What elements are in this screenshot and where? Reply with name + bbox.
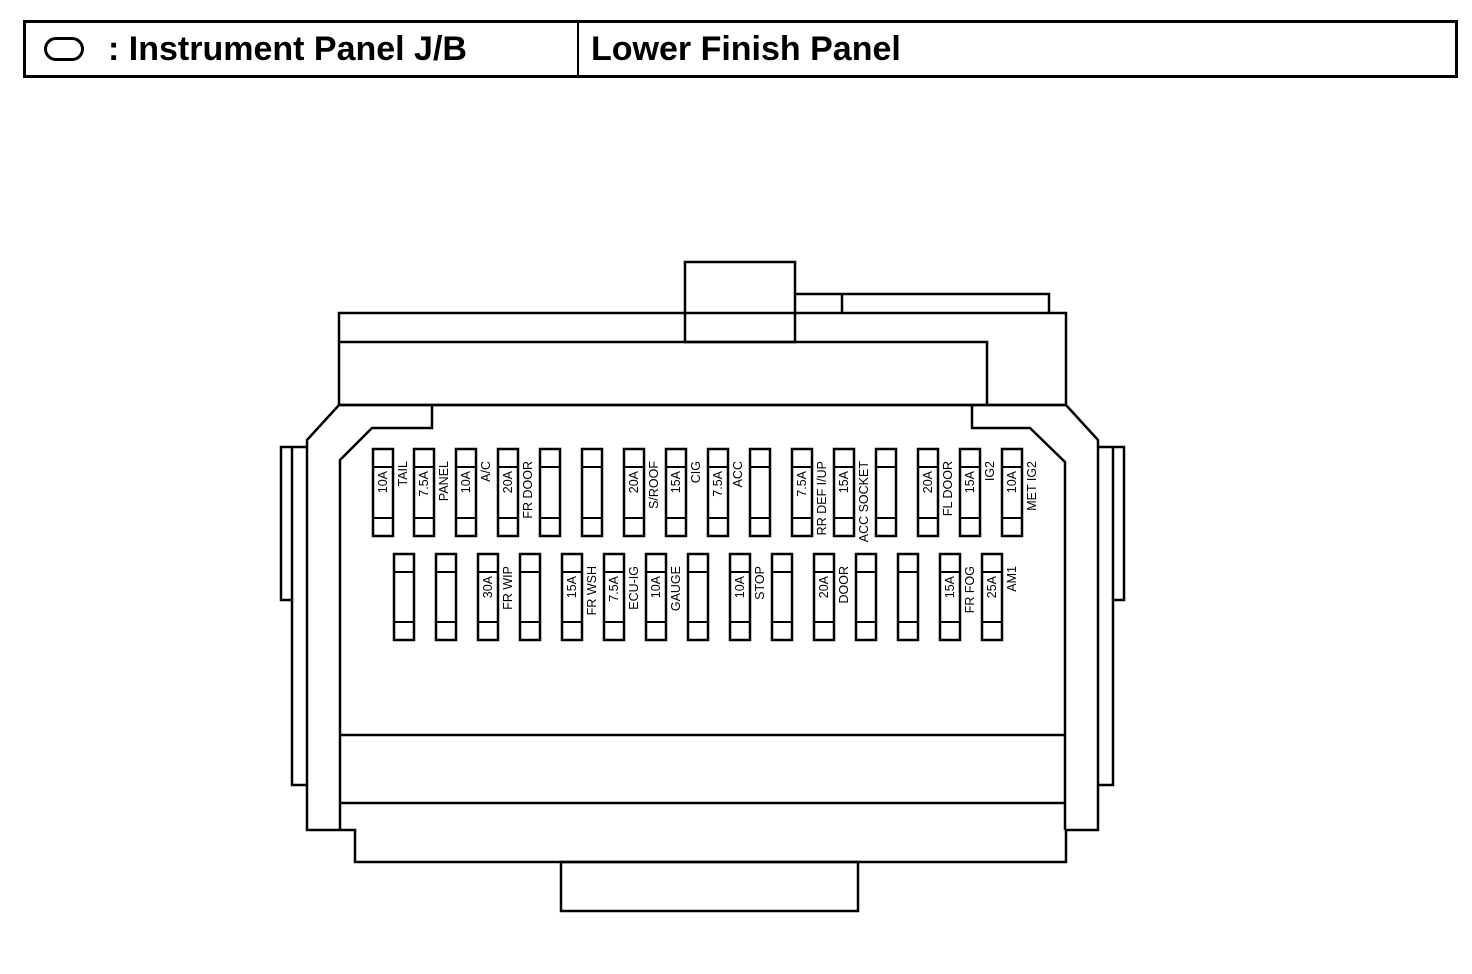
fuse-name: FR WIP	[501, 566, 515, 610]
fuse-amperage: 15A	[943, 575, 957, 598]
fuse-slot: 10A STOP	[728, 552, 767, 642]
location-cell: Lower Finish Panel	[579, 23, 1455, 75]
title-bar: : Instrument Panel J/B Lower Finish Pane…	[23, 20, 1458, 78]
fuse-amperage: 15A	[565, 575, 579, 598]
fuse-slot	[874, 447, 898, 538]
fuse-slot: 15A FR WSH	[560, 552, 599, 642]
fuse-slot: 10A GAUGE	[644, 552, 683, 642]
fuse-name: DOOR	[837, 566, 851, 604]
fuse-name: AM1	[1005, 566, 1019, 592]
fuse-amperage: 10A	[1005, 470, 1019, 493]
fuse-name: ECU-IG	[627, 566, 641, 610]
fuse-name: MET IG2	[1025, 461, 1039, 511]
fuse-name: IG2	[983, 461, 997, 481]
fuse-amperage: 7.5A	[607, 575, 621, 601]
fuse-slot	[748, 447, 772, 538]
fuse-slot	[392, 552, 416, 642]
fuse-amperage: 10A	[649, 575, 663, 598]
fuse-name: ACC	[731, 461, 745, 487]
fuse-name: FR FOG	[963, 566, 977, 613]
fuse-amperage: 7.5A	[711, 470, 725, 496]
fuse-amperage: 7.5A	[417, 470, 431, 496]
fuse-slot: 10A A/C	[454, 447, 493, 538]
fuse-name: STOP	[753, 566, 767, 600]
fuse-name: FR DOOR	[521, 461, 535, 519]
fuse-slot	[686, 552, 710, 642]
fuse-amperage: 10A	[733, 575, 747, 598]
fuse-amperage: 15A	[837, 470, 851, 493]
fuse-amperage: 20A	[627, 470, 641, 493]
fuse-amperage: 20A	[921, 470, 935, 493]
fuse-amperage: 7.5A	[795, 470, 809, 496]
fuse-layer: 10A TAIL 7.5A PANEL 10A A/C 20A FR DOOR 20A S/ROO…	[371, 447, 1039, 642]
fuse-slot: 20A FL DOOR	[916, 447, 955, 538]
fuse-name: A/C	[479, 461, 493, 482]
fuse-amperage: 25A	[985, 575, 999, 598]
fuse-name: RR DEF I/UP	[815, 461, 829, 535]
fuse-amperage: 10A	[376, 470, 390, 493]
fuse-amperage: 10A	[459, 470, 473, 493]
legend-cell: : Instrument Panel J/B	[26, 23, 579, 75]
fuse-slot	[518, 552, 542, 642]
fuse-slot: 30A FR WIP	[476, 552, 515, 642]
fuse-slot: 15A FR FOG	[938, 552, 977, 642]
fuse-slot: 20A S/ROOF	[622, 447, 661, 538]
fuse-name: FR WSH	[585, 566, 599, 615]
fuse-slot: 7.5A ACC	[706, 447, 745, 538]
fuse-name: ACC SOCKET	[857, 461, 871, 543]
fuse-slot: 15A ACC SOCKET	[832, 447, 871, 543]
fuse-slot: 10A MET IG2	[1000, 447, 1039, 538]
fuse-slot	[770, 552, 794, 642]
fuse-name: TAIL	[396, 461, 410, 487]
fuse-slot: 10A TAIL	[371, 447, 410, 538]
fuse-slot: 20A DOOR	[812, 552, 851, 642]
fuse-amperage: 20A	[501, 470, 515, 493]
fuse-slot: 15A CIG	[664, 447, 703, 538]
fuse-amperage: 15A	[963, 470, 977, 493]
fuse-slot: 7.5A RR DEF I/UP	[790, 447, 829, 538]
fuse-slot	[538, 447, 562, 538]
fuse-slot: 15A IG2	[958, 447, 997, 538]
fuse-slot	[854, 552, 878, 642]
oval-icon	[44, 37, 84, 61]
fuse-amperage: 20A	[817, 575, 831, 598]
fuse-slot	[434, 552, 458, 642]
fuse-amperage: 30A	[481, 575, 495, 598]
location-label: Lower Finish Panel	[591, 29, 901, 68]
legend-label: : Instrument Panel J/B	[108, 29, 467, 68]
fuse-slot: 25A AM1	[980, 552, 1019, 642]
fuse-slot: 20A FR DOOR	[496, 447, 535, 538]
fuse-name: CIG	[689, 461, 703, 483]
fuse-slot: 7.5A ECU-IG	[602, 552, 641, 642]
fuse-name: GAUGE	[669, 566, 683, 611]
fuse-slot: 7.5A PANEL	[412, 447, 451, 538]
fuse-amperage: 15A	[669, 470, 683, 493]
fuse-slot	[580, 447, 604, 538]
junction-block-housing	[279, 260, 1126, 913]
fuse-name: FL DOOR	[941, 461, 955, 516]
fuse-slot	[896, 552, 920, 642]
fuse-name: S/ROOF	[647, 461, 661, 509]
fuse-name: PANEL	[437, 461, 451, 501]
